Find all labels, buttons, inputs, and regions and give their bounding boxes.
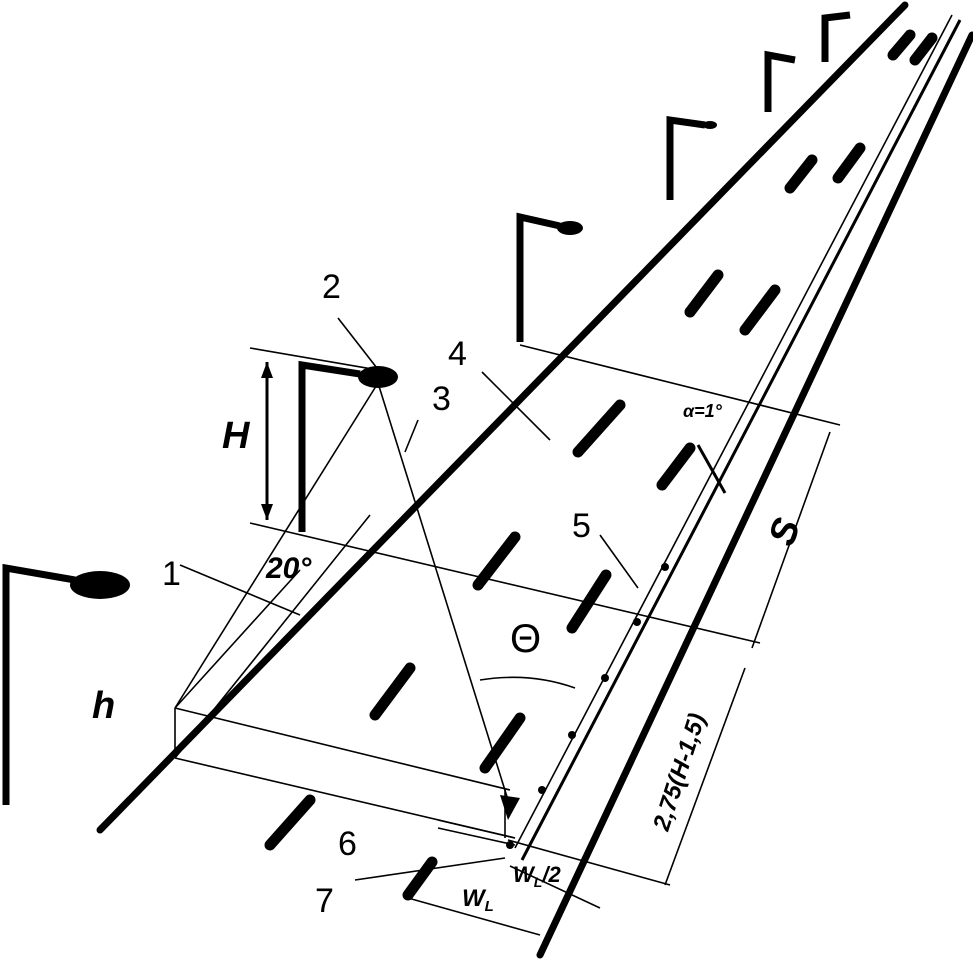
lane-dash [369, 662, 416, 721]
label-angle-20: 20° [265, 552, 312, 585]
street-lamp-far-1 [666, 115, 717, 200]
label-wl-half: WL/2 [513, 862, 561, 890]
lane-dash [264, 794, 316, 851]
right-road-edge [536, 31, 973, 959]
left-road-edge [96, 1, 909, 834]
label-theta: Θ [510, 617, 541, 661]
street-lamp-far-3 [821, 11, 851, 62]
lane-dash [739, 284, 781, 336]
street-lamp-foreground [298, 360, 398, 532]
label-H: H [222, 415, 251, 457]
lane-dash [566, 569, 612, 634]
measurement-geometry [174, 317, 841, 936]
label-2: 2 [322, 268, 341, 306]
label-distance: 2,75(H-1,5) [648, 710, 711, 835]
lane-dash [684, 269, 724, 318]
label-h: h [92, 685, 115, 727]
lane-dash [656, 442, 696, 491]
lane-dash [402, 856, 438, 901]
lane-dash [572, 399, 626, 458]
lane-dash [479, 712, 526, 774]
label-3: 3 [432, 380, 451, 418]
lane-dash [887, 29, 916, 61]
lane-dash [472, 531, 521, 591]
label-1: 1 [162, 555, 181, 593]
label-wl: WL [462, 885, 494, 915]
lane-dash [832, 142, 866, 184]
label-alpha: α=1° [683, 401, 723, 421]
measurement-points [500, 563, 669, 849]
lane-boundary-line [520, 19, 962, 861]
label-6: 6 [338, 825, 357, 863]
label-7: 7 [315, 882, 334, 920]
label-5: 5 [572, 507, 591, 545]
lane-dashes [264, 29, 938, 901]
street-lamp-mid [516, 212, 583, 342]
label-4: 4 [448, 335, 467, 373]
inner-road-line [514, 14, 953, 849]
street-lamp-left-edge [2, 563, 130, 805]
lane-dash [784, 154, 818, 194]
label-S: S [761, 513, 809, 551]
street-lamp-far-2 [764, 50, 796, 112]
lane-dash [909, 32, 938, 66]
